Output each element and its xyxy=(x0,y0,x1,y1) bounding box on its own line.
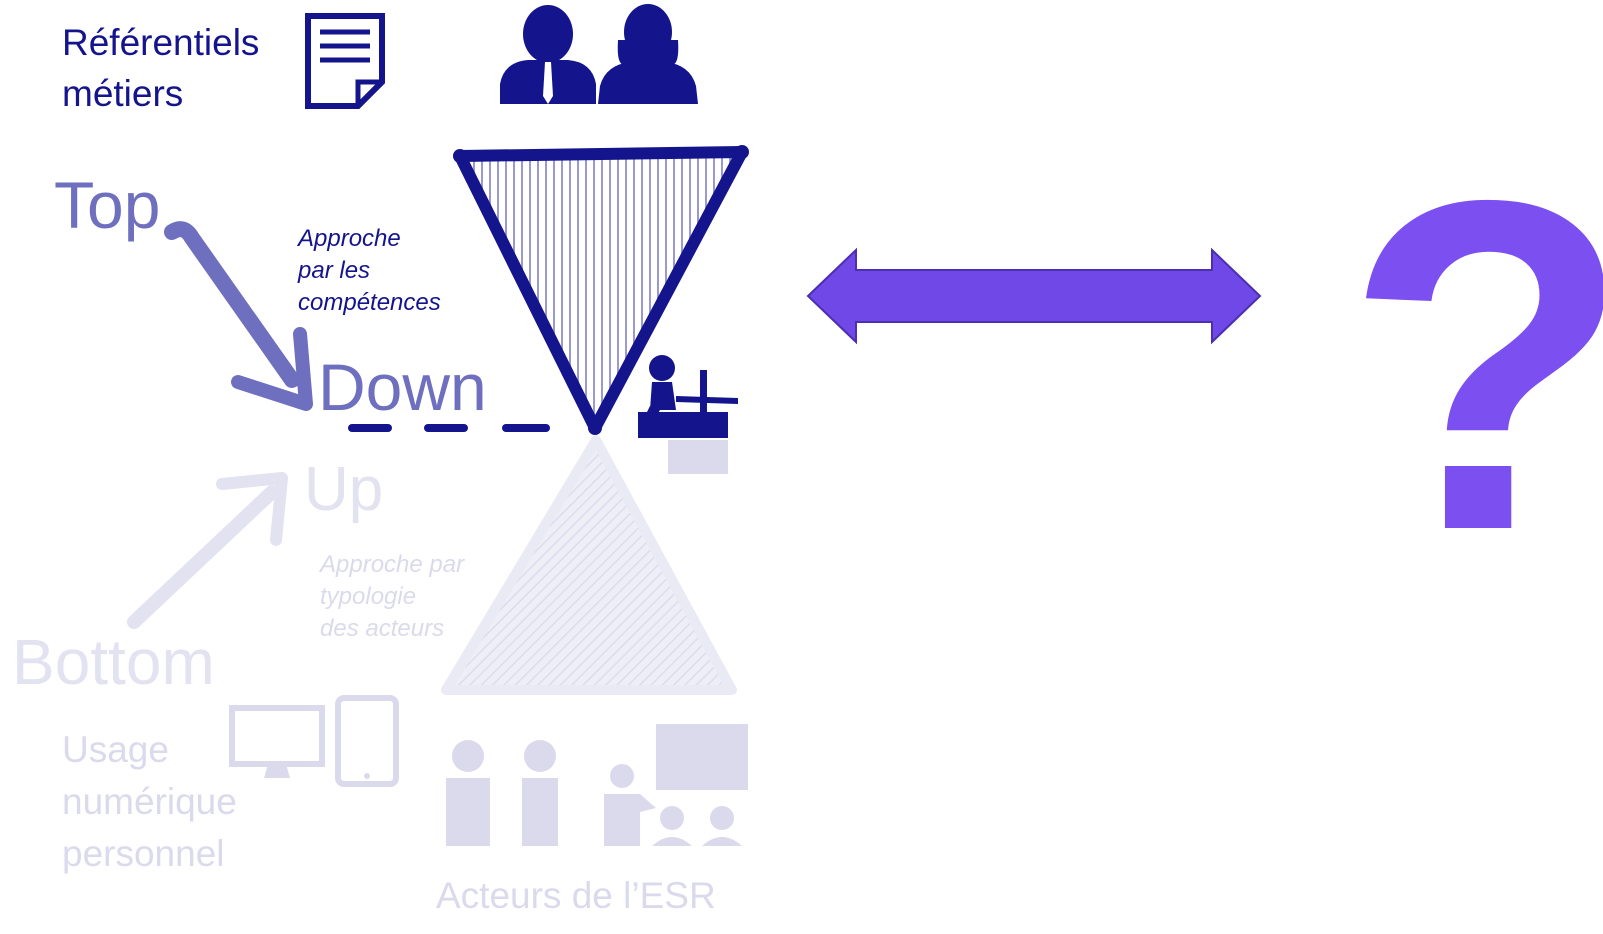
usage-numerique-line2: numérique xyxy=(62,781,237,822)
actors-icon xyxy=(446,724,748,846)
usage-numerique-line3: personnel xyxy=(62,833,225,874)
up-label: Up xyxy=(304,455,383,524)
approche-typologie-line2: typologie xyxy=(320,583,416,610)
bottom-section: Up Approche par typologie des acteurs Bo… xyxy=(12,435,748,916)
question-mark: ? xyxy=(1344,103,1603,628)
referentiels-label-line2: métiers xyxy=(62,73,183,114)
referentiels-label-line1: Référentiels xyxy=(62,22,259,63)
top-section: Référentiels métiers Top xyxy=(54,4,749,438)
approche-competences-line1: Approche xyxy=(296,225,401,252)
tablet-icon xyxy=(335,695,399,787)
monitor-icon xyxy=(229,705,325,778)
approche-typologie-line1: Approche par xyxy=(318,551,465,578)
down-label: Down xyxy=(318,350,487,424)
approche-competences-line2: par les xyxy=(297,257,370,284)
bottom-label: Bottom xyxy=(12,626,215,698)
teacher-desk-icon xyxy=(638,355,738,438)
top-down-arrow xyxy=(164,221,313,411)
top-down-triangle xyxy=(454,146,748,434)
top-label: Top xyxy=(54,168,160,242)
acteurs-label: Acteurs de l’ESR xyxy=(436,875,716,916)
bottom-up-arrow xyxy=(127,472,288,629)
document-icon xyxy=(305,13,385,109)
approche-typologie-line3: des acteurs xyxy=(320,615,444,642)
faded-desk-block xyxy=(668,440,728,474)
usage-numerique-line1: Usage xyxy=(62,729,169,770)
double-arrow xyxy=(806,247,1262,345)
bottom-up-triangle xyxy=(441,435,737,695)
people-icon xyxy=(500,4,698,104)
approche-competences-line3: compétences xyxy=(298,289,441,316)
